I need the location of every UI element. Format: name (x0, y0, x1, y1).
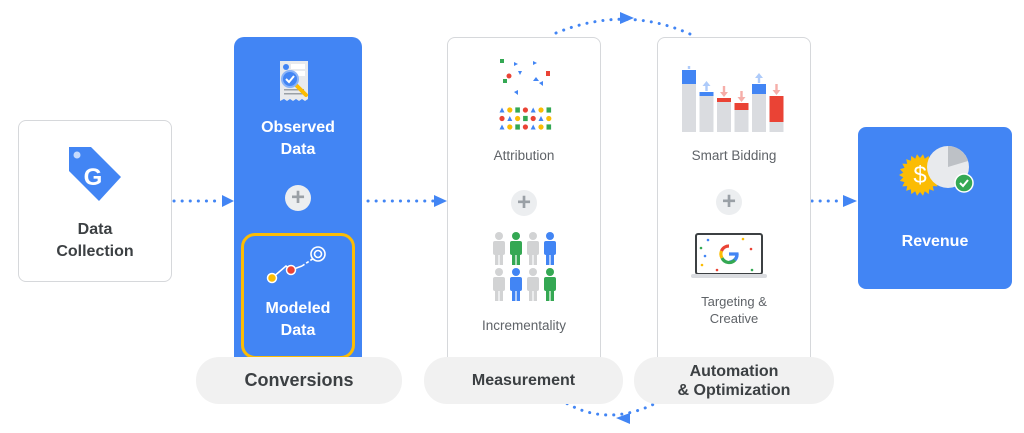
observed-data-label-1: Observed (261, 119, 335, 136)
attribution-shape (522, 107, 528, 113)
data-collection-card: G Data Collection (18, 120, 172, 282)
modeled-path-icon (264, 244, 334, 289)
arrowhead-icon (620, 12, 634, 24)
person-figure (493, 268, 505, 301)
connector-automation-to-measurement-arc (564, 399, 662, 417)
person-figure (510, 232, 522, 265)
attribution-shape (515, 107, 520, 113)
automation-column: Smart Bidding + Targeting & Creative (657, 37, 811, 367)
attribution-shape (530, 115, 536, 122)
attribution-shape (546, 115, 552, 122)
attribution-shape (515, 124, 520, 130)
attribution-shape (538, 107, 544, 113)
person-figure (493, 232, 505, 265)
attribution-shape (499, 107, 505, 113)
revenue-label: Revenue (901, 233, 969, 250)
person-figure (544, 268, 556, 301)
person-figure (510, 268, 522, 301)
plus-icon: + (511, 190, 537, 216)
person-figure (527, 232, 539, 265)
svg-text:$: $ (913, 162, 926, 189)
automation-label-1: Automation (689, 362, 779, 380)
bid-bar (682, 66, 696, 132)
targeting-label-2: Creative (709, 311, 759, 326)
svg-text:G: G (84, 164, 103, 191)
attribution-shape (507, 124, 513, 130)
attribution-shape (522, 124, 528, 130)
targeting-label-1: Targeting & (701, 294, 767, 309)
bid-bar (769, 84, 784, 132)
laptop-google-icon (691, 232, 767, 285)
attribution-shape (499, 124, 505, 130)
smart-bidding-label: Smart Bidding (691, 148, 777, 163)
attribution-shape (507, 107, 513, 113)
plus-icon: + (716, 189, 742, 215)
modeled-data-highlight: Modeled Data (241, 233, 355, 359)
data-collection-label-2: Collection (56, 243, 134, 260)
measurement-label: Measurement (471, 371, 576, 389)
attribution-shape (546, 124, 552, 130)
attribution-shape (499, 115, 505, 122)
measurement-column: Attribution + Incrementality (447, 37, 601, 367)
plus-icon: + (285, 185, 311, 211)
attribution-shape (515, 115, 521, 122)
attribution-shape (523, 115, 528, 122)
bid-bar (734, 91, 749, 132)
bid-bar (699, 81, 714, 132)
document-magnifier-icon (276, 59, 316, 108)
attribution-grid-icon (499, 107, 552, 130)
attribution-shape (538, 124, 544, 130)
bid-bar (752, 73, 766, 132)
data-collection-label-1: Data (77, 221, 113, 238)
person-figure (544, 232, 556, 265)
connector-measurement-to-automation-arc (554, 17, 692, 36)
person-figure (527, 268, 539, 301)
arrowhead-icon (434, 195, 447, 207)
measurement-group-label: Measurement (424, 357, 623, 404)
attribution-shape (507, 116, 513, 121)
google-tag-icon: G (63, 143, 127, 210)
attribution-label: Attribution (493, 148, 555, 163)
arrowhead-icon (222, 195, 234, 207)
attribution-shape (530, 124, 536, 130)
conversions-column: Observed Data + Modeled Data (234, 37, 362, 367)
attribution-shapes-icon (495, 58, 553, 135)
attribution-shape (530, 107, 536, 113)
arrowhead-icon (843, 195, 857, 207)
automation-group-label: Automation & Optimization (634, 357, 834, 404)
observed-data-label-2: Data (280, 141, 316, 158)
conversions-label: Conversions (244, 370, 354, 390)
conversions-group-label: Conversions (196, 357, 402, 404)
attribution-shape (538, 116, 544, 121)
automation-label-2: & Optimization (677, 381, 791, 399)
attribution-shape (546, 107, 552, 113)
arrowhead-icon (616, 413, 630, 424)
incrementality-label: Incrementality (481, 318, 567, 333)
bid-bar (717, 86, 731, 132)
bid-bars-icon (682, 66, 784, 132)
modeled-data-label-1: Modeled (265, 300, 331, 317)
revenue-badge-icon: $ (896, 137, 980, 210)
revenue-card: $ Revenue (858, 127, 1012, 289)
modeled-data-label-2: Data (280, 322, 316, 339)
people-groups-icon (493, 232, 556, 301)
